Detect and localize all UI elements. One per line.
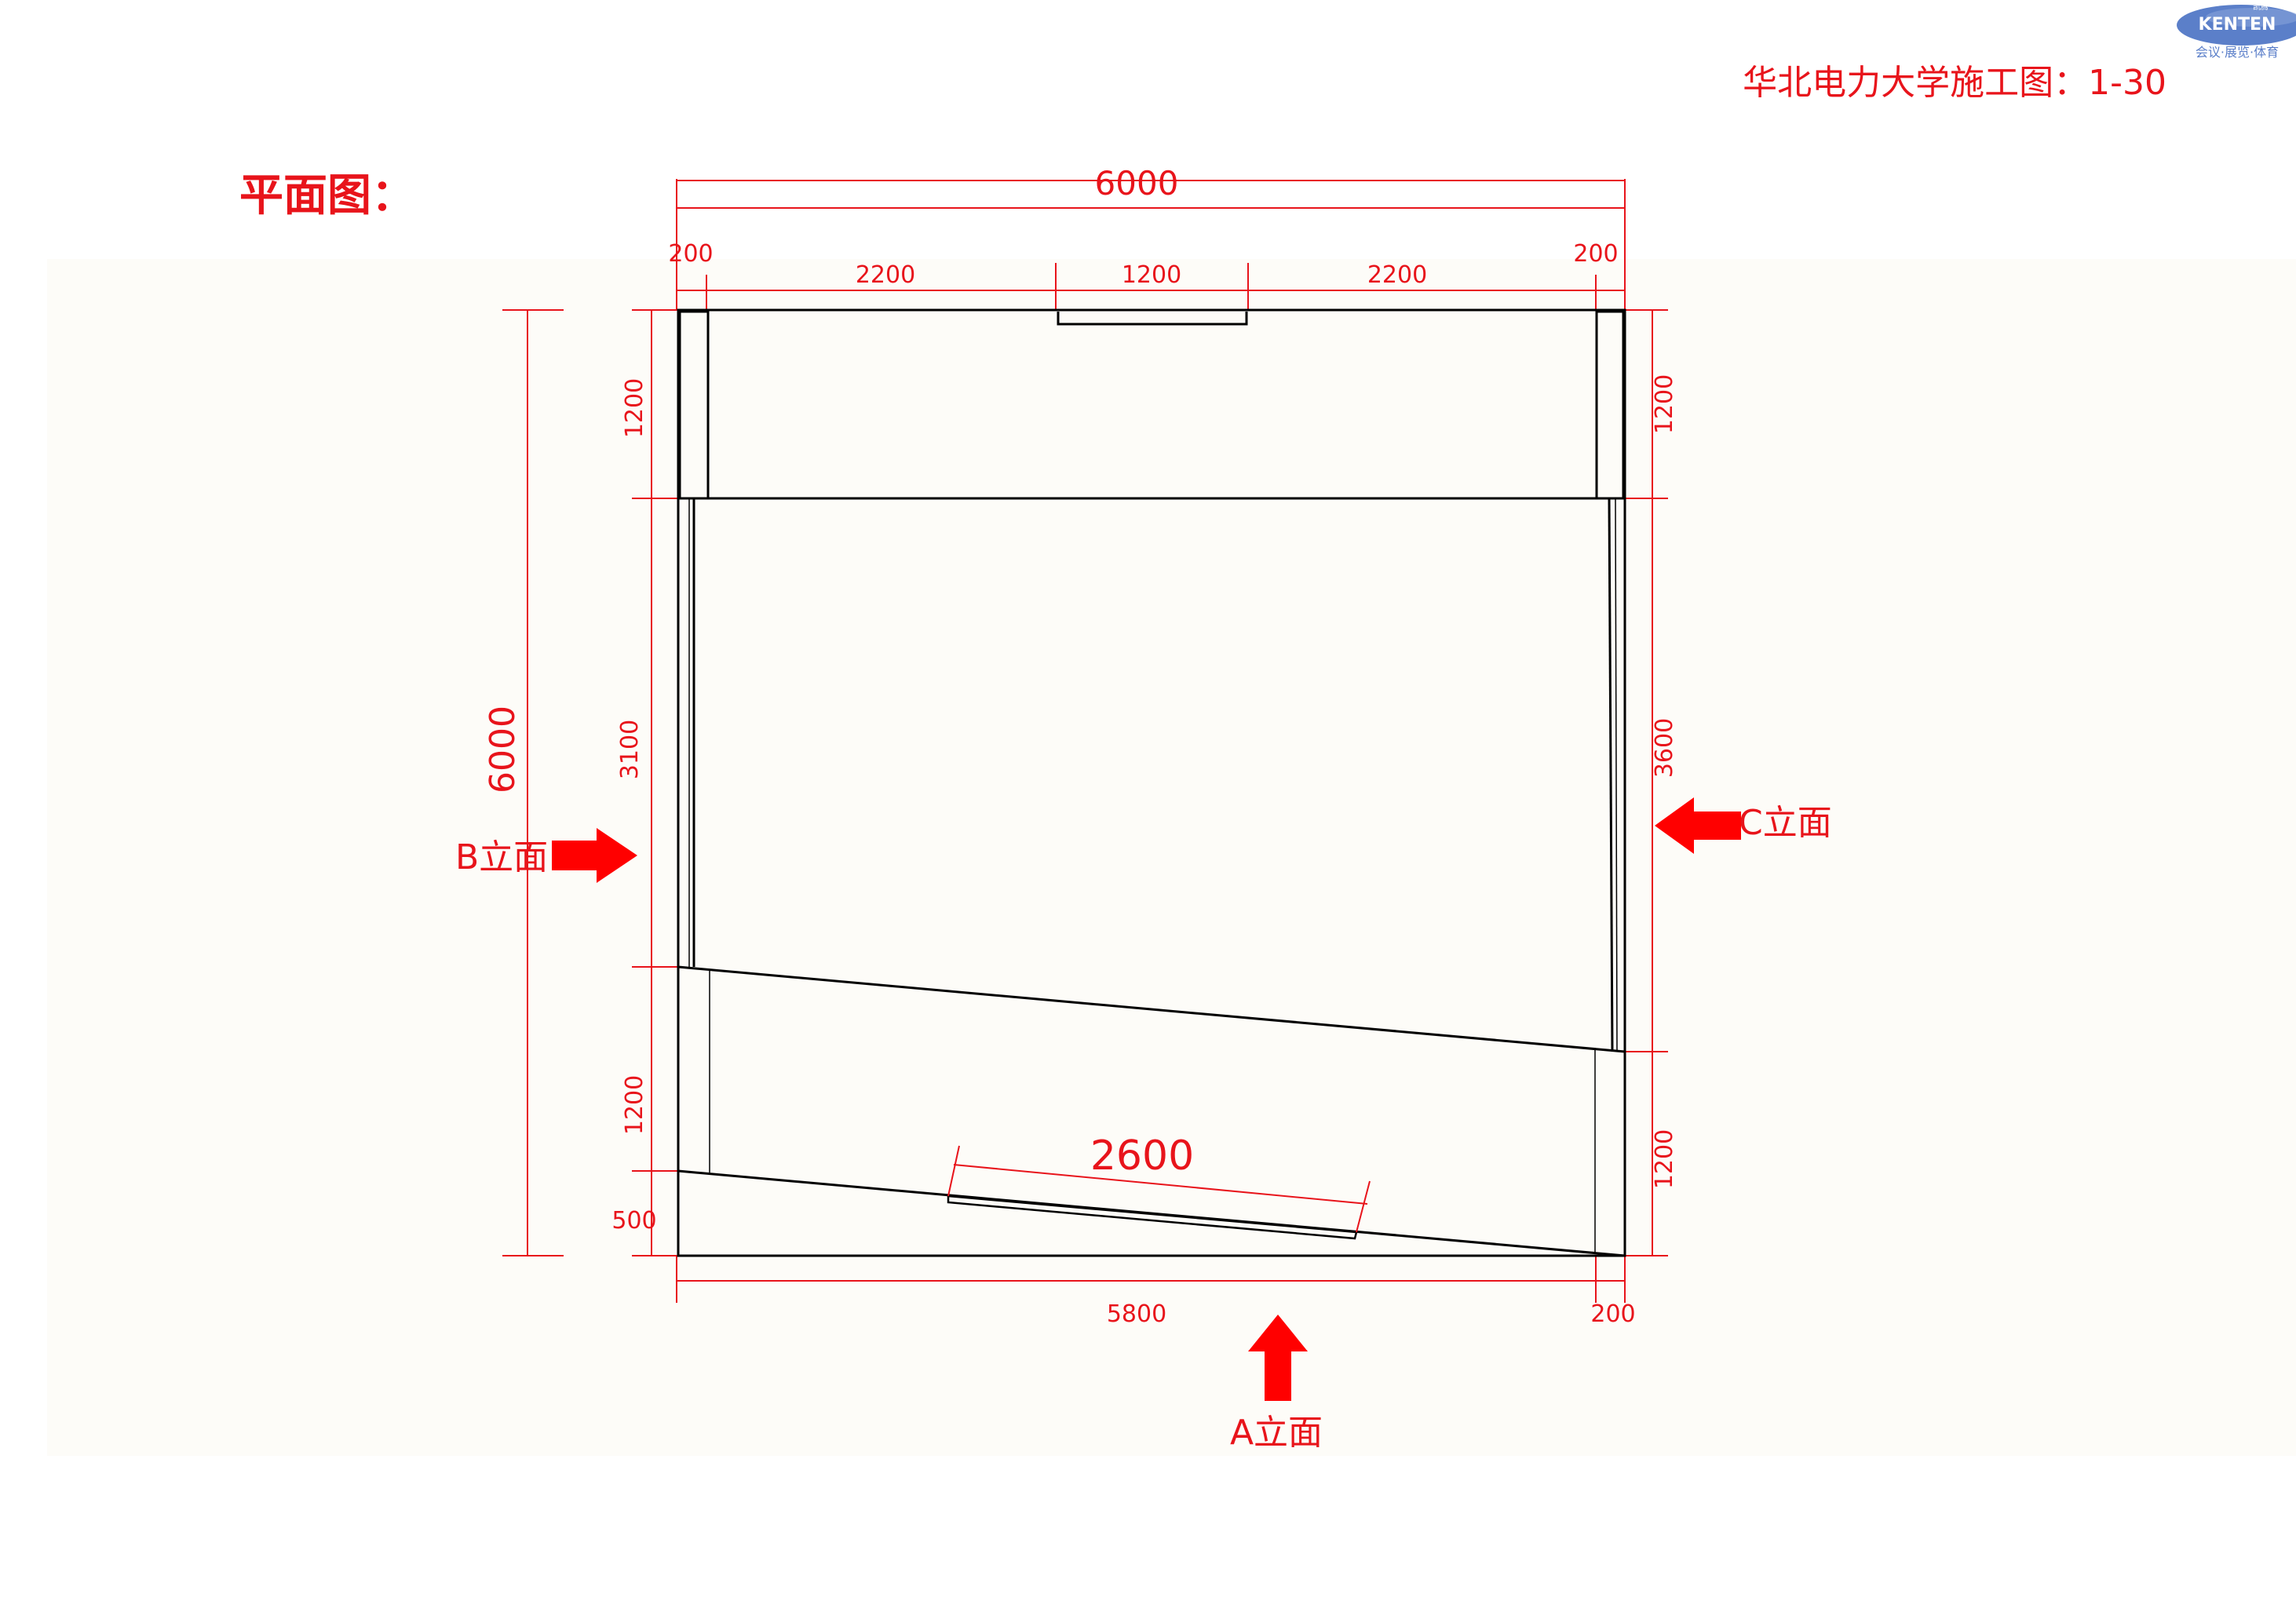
dim-right-lower: 1200 [1651, 1129, 1678, 1189]
dim-left-lower: 1200 [621, 1075, 648, 1135]
dim-top-left-span: 2200 [856, 261, 915, 289]
dim-right-upper: 1200 [1651, 374, 1678, 434]
dim-top-left-wall: 200 [668, 240, 713, 268]
elevation-arrow-c [1655, 797, 1741, 854]
elevation-label-a: A立面 [1230, 1413, 1323, 1453]
elevation-arrow-a [1248, 1315, 1308, 1401]
booth-thin-lines [688, 498, 1618, 1254]
elevation-label-c: C立面 [1739, 803, 1832, 843]
kenten-logo: KENTEN 凯腾 会议·展览·体育 [2177, 2, 2296, 60]
dim-right-middle: 3600 [1651, 718, 1678, 778]
section-label: 平面图： [239, 170, 415, 221]
reception-counter [947, 1194, 1358, 1240]
logo-brand: KENTEN [2199, 15, 2276, 35]
dim-top-right-wall: 200 [1573, 240, 1618, 268]
dim-left-bottom: 500 [611, 1207, 656, 1235]
bottom-dimension-lines [676, 1256, 1626, 1303]
elevation-label-b: B立面 [455, 837, 548, 877]
dim-bottom-width: 5800 [1107, 1300, 1166, 1328]
dim-top-center-span: 1200 [1122, 261, 1181, 289]
dim-bottom-right: 200 [1590, 1300, 1635, 1328]
elevation-arrow-b [552, 828, 637, 883]
dim-counter-length: 2600 [1090, 1132, 1194, 1180]
dim-top-right-span: 2200 [1367, 261, 1427, 289]
drawing-title: 华北电力大学施工图：1-30 [1743, 63, 2166, 103]
dim-left-upper: 1200 [621, 378, 648, 438]
booth-outline [677, 308, 1626, 1257]
dim-left-middle: 3100 [616, 720, 644, 779]
left-dimension-lines [502, 309, 679, 1256]
counter-dimension-lines [947, 1145, 1371, 1233]
logo-chinese-mark: 凯腾 [2253, 2, 2269, 12]
dim-total-width: 6000 [1095, 164, 1179, 202]
top-dimension-lines [676, 179, 1626, 310]
logo-tagline: 会议·展览·体育 [2196, 45, 2279, 60]
dim-total-depth: 6000 [483, 706, 523, 793]
right-dimension-lines [1625, 309, 1668, 1256]
